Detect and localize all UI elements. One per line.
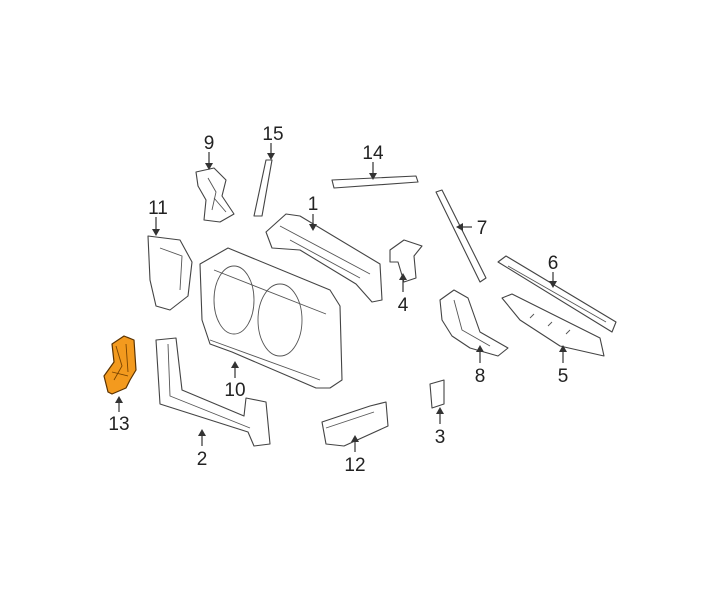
callout-5[interactable]: 5 [558,366,569,387]
part-11[interactable] [147,235,193,311]
callout-4[interactable]: 4 [398,295,409,316]
callout-arrows [115,143,567,452]
callout-10[interactable]: 10 [224,380,245,401]
part-4[interactable] [389,239,423,283]
callout-2[interactable]: 2 [197,449,208,470]
part-1[interactable] [265,213,383,303]
callout-12[interactable]: 12 [344,455,365,476]
part-13[interactable] [103,335,137,395]
callout-9[interactable]: 9 [204,133,215,154]
part-2[interactable] [155,337,271,447]
callout-11[interactable]: 11 [148,198,168,219]
part-3[interactable] [429,379,445,409]
callout-8[interactable]: 8 [475,366,486,387]
part-14[interactable] [331,175,419,189]
callout-6[interactable]: 6 [548,253,559,274]
part-6[interactable] [497,255,617,333]
callout-14[interactable]: 14 [362,143,384,164]
part-9[interactable] [195,167,235,223]
callout-13[interactable]: 13 [108,414,129,435]
callout-7[interactable]: 7 [477,218,488,239]
part-8[interactable] [439,289,509,357]
part-5[interactable] [501,293,605,357]
callout-15[interactable]: 15 [262,124,283,145]
callout-3[interactable]: 3 [435,427,446,448]
part-12[interactable] [321,401,389,447]
callout-1[interactable]: 1 [308,194,319,215]
part-10[interactable] [199,247,343,389]
part-15[interactable] [253,159,273,217]
part-7[interactable] [435,189,487,283]
